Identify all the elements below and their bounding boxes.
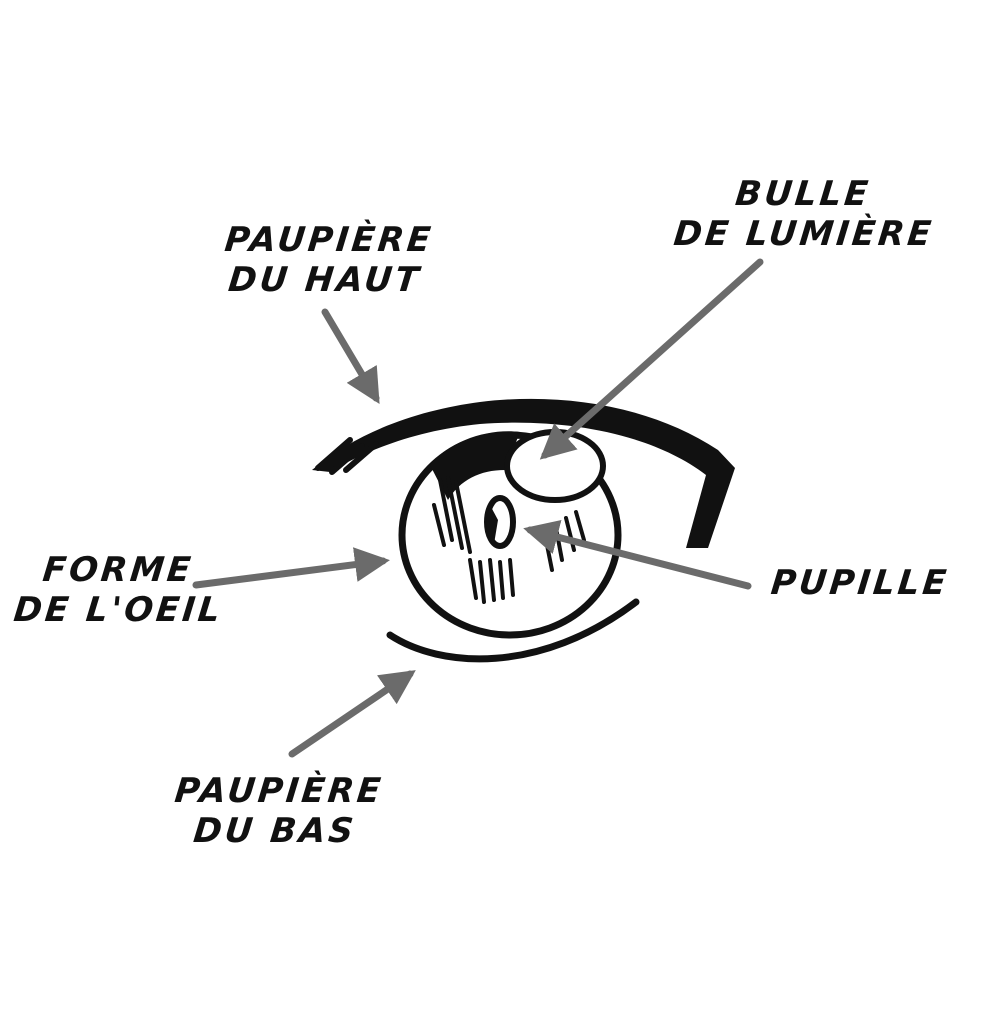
arrow-icon <box>321 308 380 405</box>
lower-eyelid-label: PAUPIÈRE DU BAS <box>168 771 386 851</box>
upper-eyelid-label-line1: PAUPIÈRE <box>222 220 436 260</box>
light-bubble-label-line1: BULLE <box>733 174 873 214</box>
lower-eyelid-label-line1: PAUPIÈRE <box>172 771 386 811</box>
iris-shading <box>430 431 520 500</box>
eye-shape-label-line1: FORME <box>40 550 196 590</box>
lower-eyelid-label-line2: DU BAS <box>191 811 359 851</box>
light-bubble-label-line2: DE LUMIÈRE <box>671 214 936 254</box>
eye-shape-label-line2: DE L'OEIL <box>11 590 225 630</box>
arrow-icon <box>192 547 390 589</box>
pupil-label-line1: PUPILLE <box>769 563 951 603</box>
arrow-icon <box>288 670 416 758</box>
upper-eyelid-label-line2: DU HAUT <box>226 260 424 300</box>
arrows <box>192 258 764 758</box>
eye-drawing <box>312 398 735 663</box>
eye-shape-label: FORME DE L'OEIL <box>11 550 225 630</box>
pupil-fill <box>486 505 498 544</box>
light-bubble-label: BULLE DE LUMIÈRE <box>671 174 936 254</box>
upper-eyelid-label: PAUPIÈRE DU HAUT <box>218 220 436 300</box>
arrow-icon <box>539 258 764 460</box>
pupil-label: PUPILLE <box>768 563 952 603</box>
eyelash-strokes <box>315 437 379 475</box>
arrow-icon <box>523 520 752 590</box>
lower-eyelid-shape <box>386 598 640 663</box>
upper-eyelid-shape <box>312 398 735 548</box>
